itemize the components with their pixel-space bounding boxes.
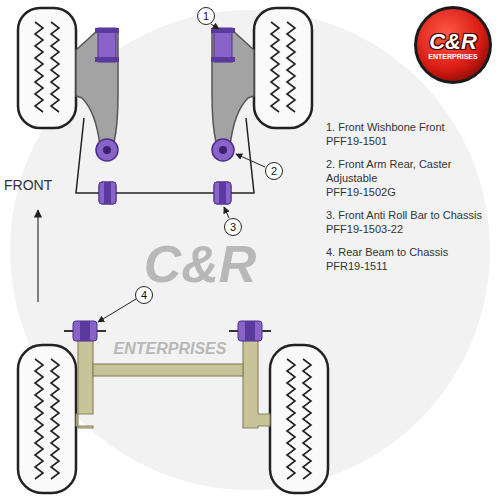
bush-1-flange [211, 57, 235, 62]
part-number: PFR19-1511 [326, 259, 496, 273]
bush-2 [96, 139, 118, 161]
front-right-wheel [254, 8, 312, 128]
tread [287, 22, 295, 112]
front-right-suspension [211, 28, 254, 204]
tyre-treads [35, 22, 311, 479]
logo-word: ENTERPRISES [428, 53, 477, 60]
part-description: 4. Rear Beam to Chassis [326, 245, 496, 259]
callout-number: 1 [203, 10, 209, 22]
tread [35, 359, 43, 479]
callout-number: 4 [141, 289, 147, 301]
rear-bushes [64, 321, 271, 341]
direction-label: FRONT [4, 178, 52, 192]
part-description: 3. Front Anti Roll Bar to Chassis [326, 208, 496, 222]
bush-1 [214, 28, 232, 62]
bush-3 [214, 182, 231, 204]
callout-number: 3 [230, 221, 236, 233]
callout-circle: 1 [197, 7, 215, 25]
bush-3-core [104, 182, 111, 204]
parts-list: 1. Front Wishbone FrontPFF19-1501 2. Fron… [326, 120, 496, 273]
bush-2-core [103, 146, 111, 154]
callout-circle: 3 [224, 218, 242, 236]
bush-3-core [219, 182, 226, 204]
part-number: PFF19-1502G [326, 185, 496, 199]
bush-3-core [104, 182, 111, 204]
rear-left-wheel [18, 345, 76, 493]
wheels [18, 8, 328, 493]
part-number: PFF19-1501 [326, 134, 496, 148]
bush-3 [99, 182, 116, 204]
rear-right-wheel [270, 345, 328, 493]
part-description: 2. Front Arm Rear, Caster Adjustable [326, 157, 496, 185]
company-logo: C&RENTERPRISES [412, 4, 494, 86]
tread [271, 22, 279, 112]
rear-beam [76, 334, 270, 428]
tread [51, 22, 59, 112]
part-description: 1. Front Wishbone Front [326, 120, 496, 134]
bush-2 [212, 139, 234, 161]
callout-number: 2 [271, 165, 277, 177]
tread [287, 359, 295, 479]
logo-mark: C&R [429, 30, 477, 53]
tread [51, 359, 59, 479]
bush-1 [98, 28, 116, 62]
watermark-word: ENTERPRISES [114, 341, 227, 357]
tread [303, 359, 311, 479]
part-number: PFF19-1503-22 [326, 222, 496, 236]
direction-arrow [37, 210, 38, 302]
bush-3 [214, 182, 231, 204]
bush-1-flange [211, 28, 235, 33]
callout-circle: 2 [265, 162, 283, 180]
watermark-mark: C&R [144, 238, 257, 290]
bush-2-core [219, 146, 227, 154]
bush-1-flange [95, 28, 119, 33]
bush-3-core [219, 182, 226, 204]
bush-1-flange [95, 57, 119, 62]
front-left-suspension [76, 28, 119, 204]
bush-3 [99, 182, 116, 204]
tread [35, 22, 43, 112]
front-left-wheel [18, 8, 76, 128]
leader-lines [98, 24, 265, 322]
